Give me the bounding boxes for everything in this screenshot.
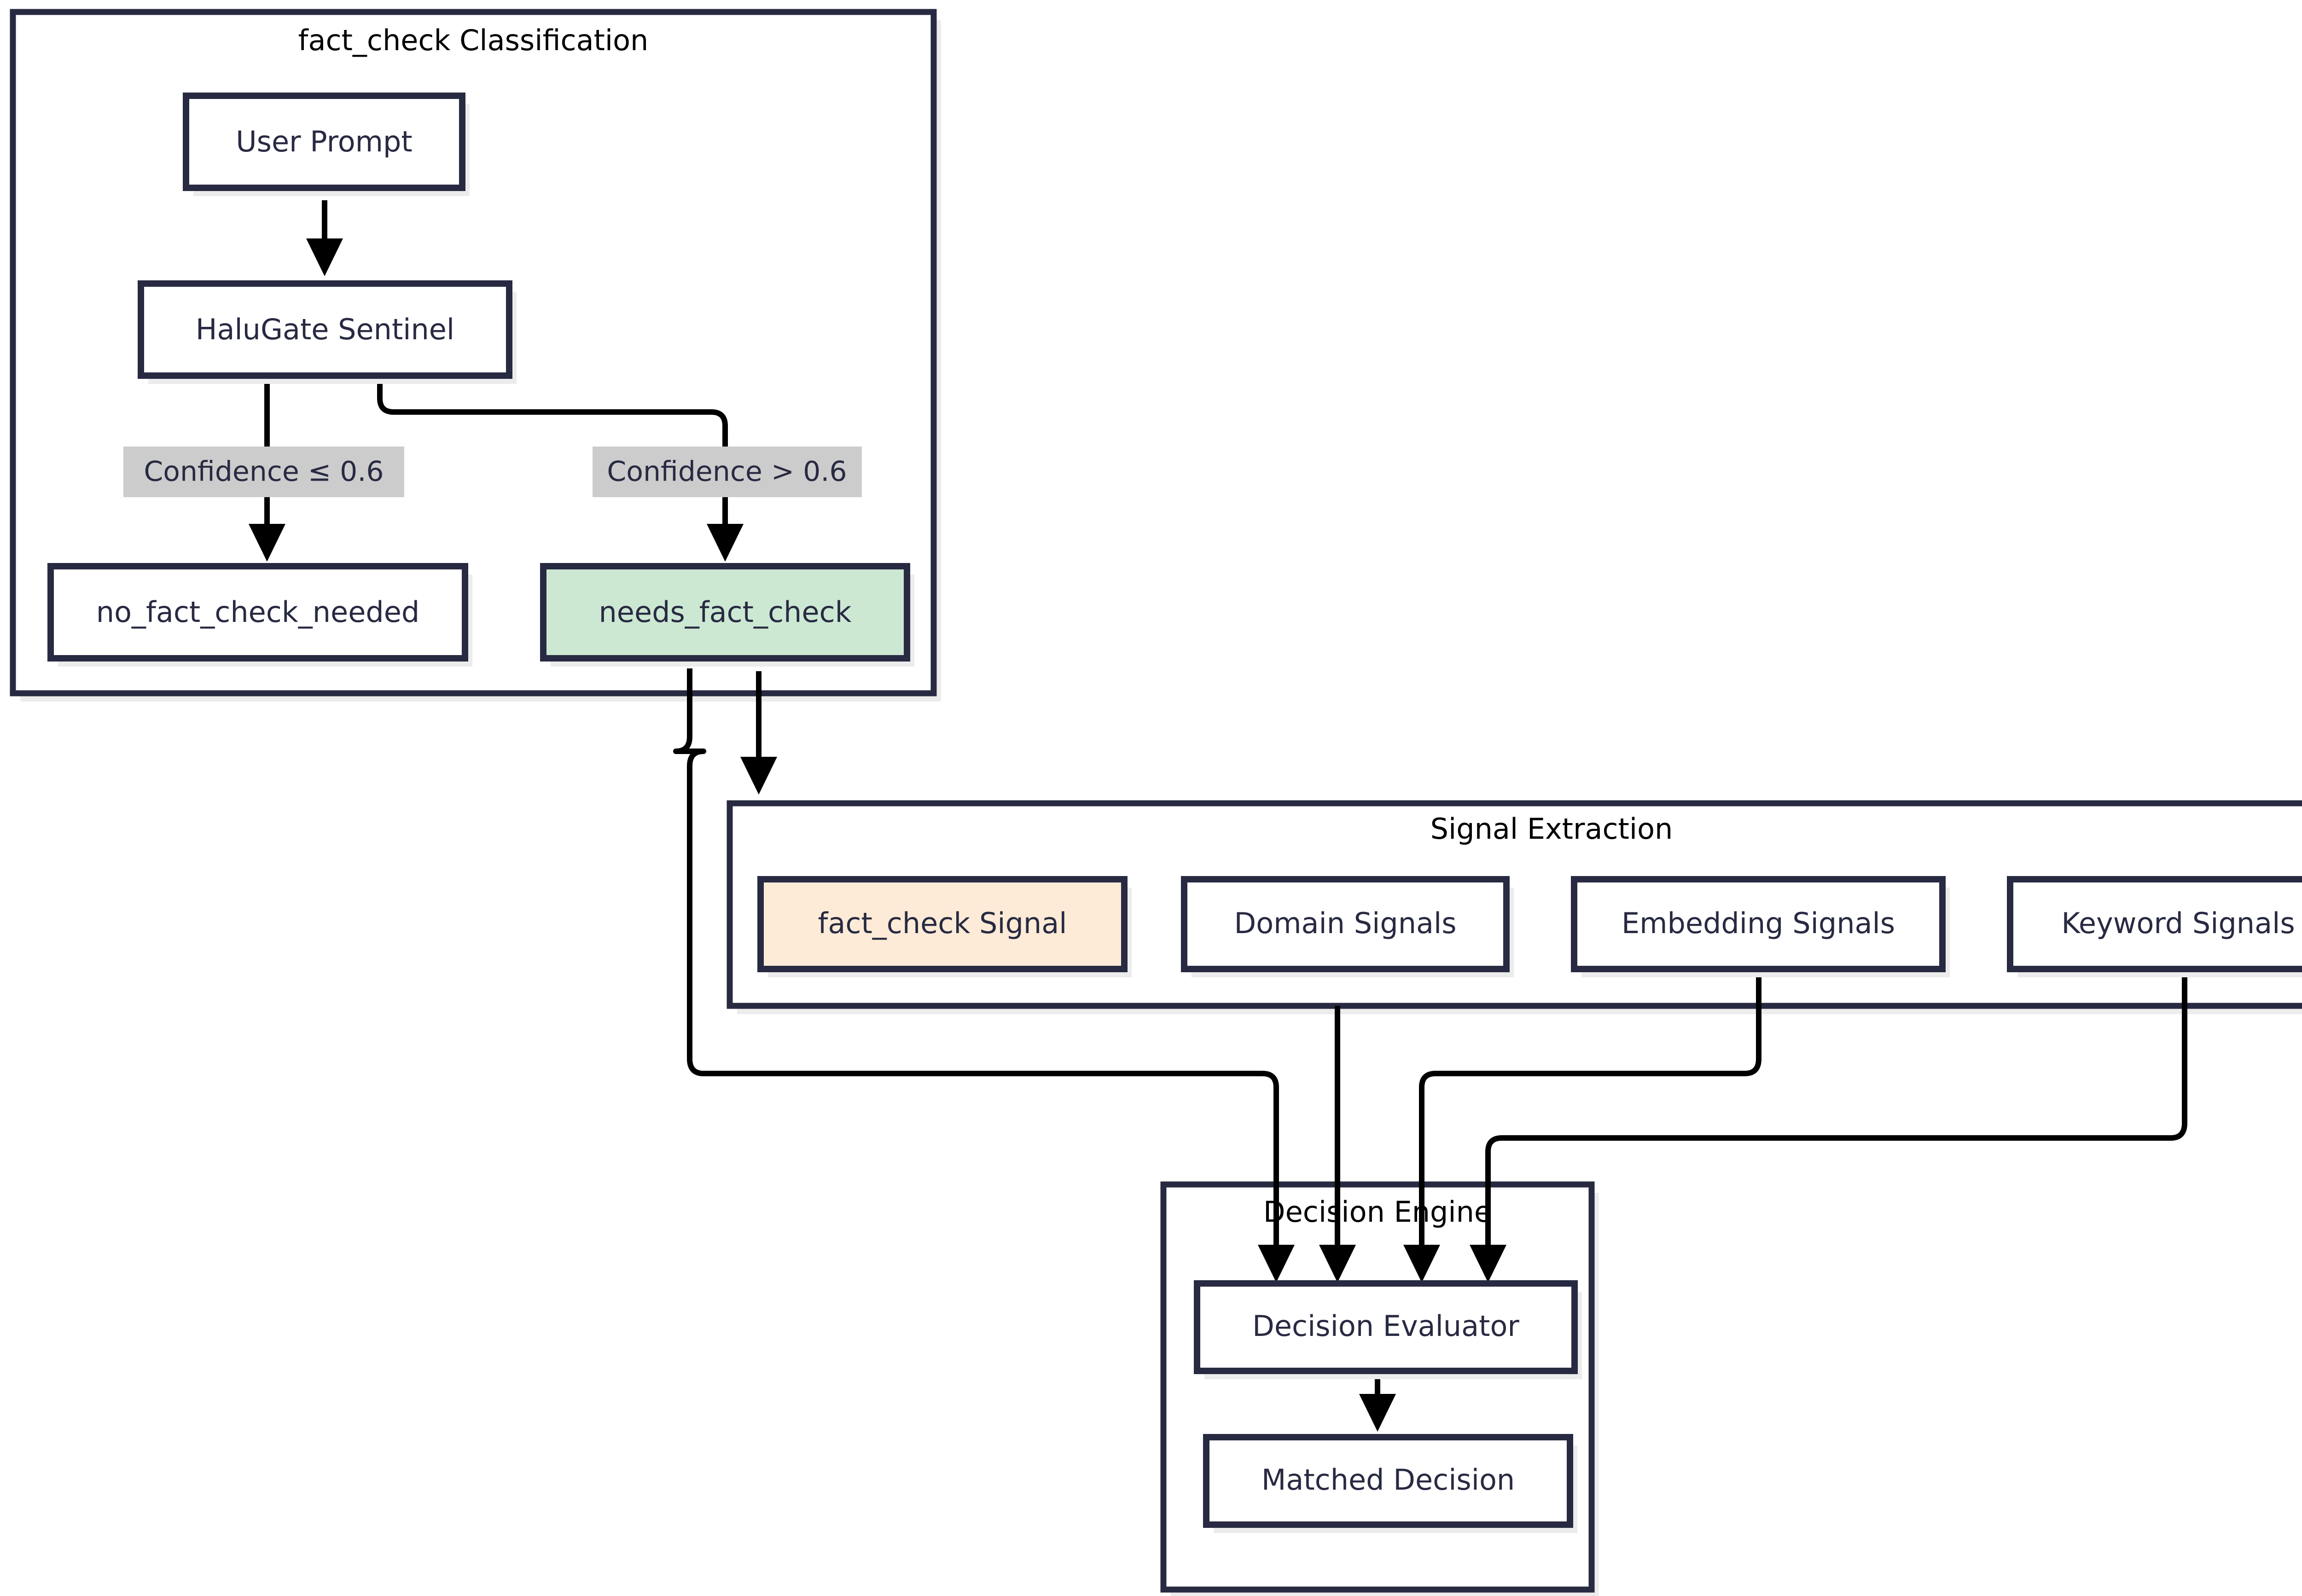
edge-label-text: Confidence ≤ 0.6 — [144, 456, 384, 488]
node-matched-decision[interactable]: Matched Decision — [1203, 1434, 1577, 1533]
arrowhead — [707, 524, 744, 562]
arrowhead — [1258, 1245, 1295, 1283]
node-box[interactable] — [1571, 876, 1946, 972]
node-box[interactable] — [2007, 876, 2302, 972]
node-box[interactable] — [183, 93, 465, 191]
cluster-title-decision-engine: Decision Engine — [1263, 1195, 1492, 1229]
node-domain-signals[interactable]: Domain Signals — [1181, 876, 1514, 977]
node-fact-check-signal[interactable]: fact_check Signal — [757, 876, 1132, 977]
cluster-title-fact-check-classification: fact_check Classification — [298, 23, 649, 57]
arrowhead — [740, 757, 777, 795]
node-label: needs_fact_check — [599, 595, 852, 629]
node-label: no_fact_check_needed — [96, 595, 419, 629]
node-label: Decision Evaluator — [1252, 1309, 1519, 1343]
node-box[interactable] — [138, 280, 512, 379]
arrowhead — [1470, 1245, 1506, 1283]
node-box[interactable] — [757, 876, 1128, 972]
edge-embedding-signals-to-decision-evaluator — [1419, 976, 1761, 1262]
node-label: Domain Signals — [1234, 906, 1456, 940]
arrowhead — [1403, 1245, 1440, 1283]
cluster-decision-engine: Decision Engine — [1160, 1181, 1599, 1596]
arrowhead — [1319, 1245, 1356, 1283]
edge-label-conf-high: Confidence > 0.6 — [593, 447, 862, 497]
edge-keyword-signals-to-decision-evaluator — [1485, 976, 2187, 1262]
node-label: Keyword Signals — [2061, 906, 2295, 940]
node-label: User Prompt — [236, 125, 412, 158]
node-user-prompt[interactable]: User Prompt — [183, 93, 470, 196]
node-box[interactable] — [1194, 1280, 1578, 1374]
edge-needs-fact-check-to-decision-evaluator — [673, 668, 1279, 1262]
node-no-fact-check-needed[interactable]: no_fact_check_needed — [47, 563, 472, 667]
edge-label-text: Confidence > 0.6 — [607, 456, 847, 488]
node-needs-fact-check[interactable]: needs_fact_check — [540, 563, 914, 667]
arrowhead — [1359, 1394, 1396, 1432]
edge-halugate-to-needs-fact-check — [377, 380, 728, 544]
node-label: HaluGate Sentinel — [196, 313, 454, 346]
node-decision-evaluator[interactable]: Decision Evaluator — [1194, 1280, 1582, 1379]
edge-label-conf-low: Confidence ≤ 0.6 — [123, 447, 404, 497]
edge-label-background — [123, 447, 404, 497]
node-label: fact_check Signal — [818, 906, 1067, 940]
node-box[interactable] — [47, 563, 468, 662]
node-keyword-signals[interactable]: Keyword Signals — [2007, 876, 2302, 977]
arrowhead — [249, 524, 285, 562]
node-label: Matched Decision — [1261, 1463, 1515, 1497]
node-box[interactable] — [540, 563, 910, 662]
cluster-title-signal-extraction: Signal Extraction — [1430, 812, 1673, 846]
edge-label-background — [593, 447, 862, 497]
node-box[interactable] — [1181, 876, 1510, 972]
arrowhead — [306, 238, 343, 276]
node-halugate-sentinel[interactable]: HaluGate Sentinel — [138, 280, 517, 384]
node-box[interactable] — [1203, 1434, 1573, 1528]
node-label: Embedding Signals — [1622, 906, 1895, 940]
node-embedding-signals[interactable]: Embedding Signals — [1571, 876, 1950, 977]
